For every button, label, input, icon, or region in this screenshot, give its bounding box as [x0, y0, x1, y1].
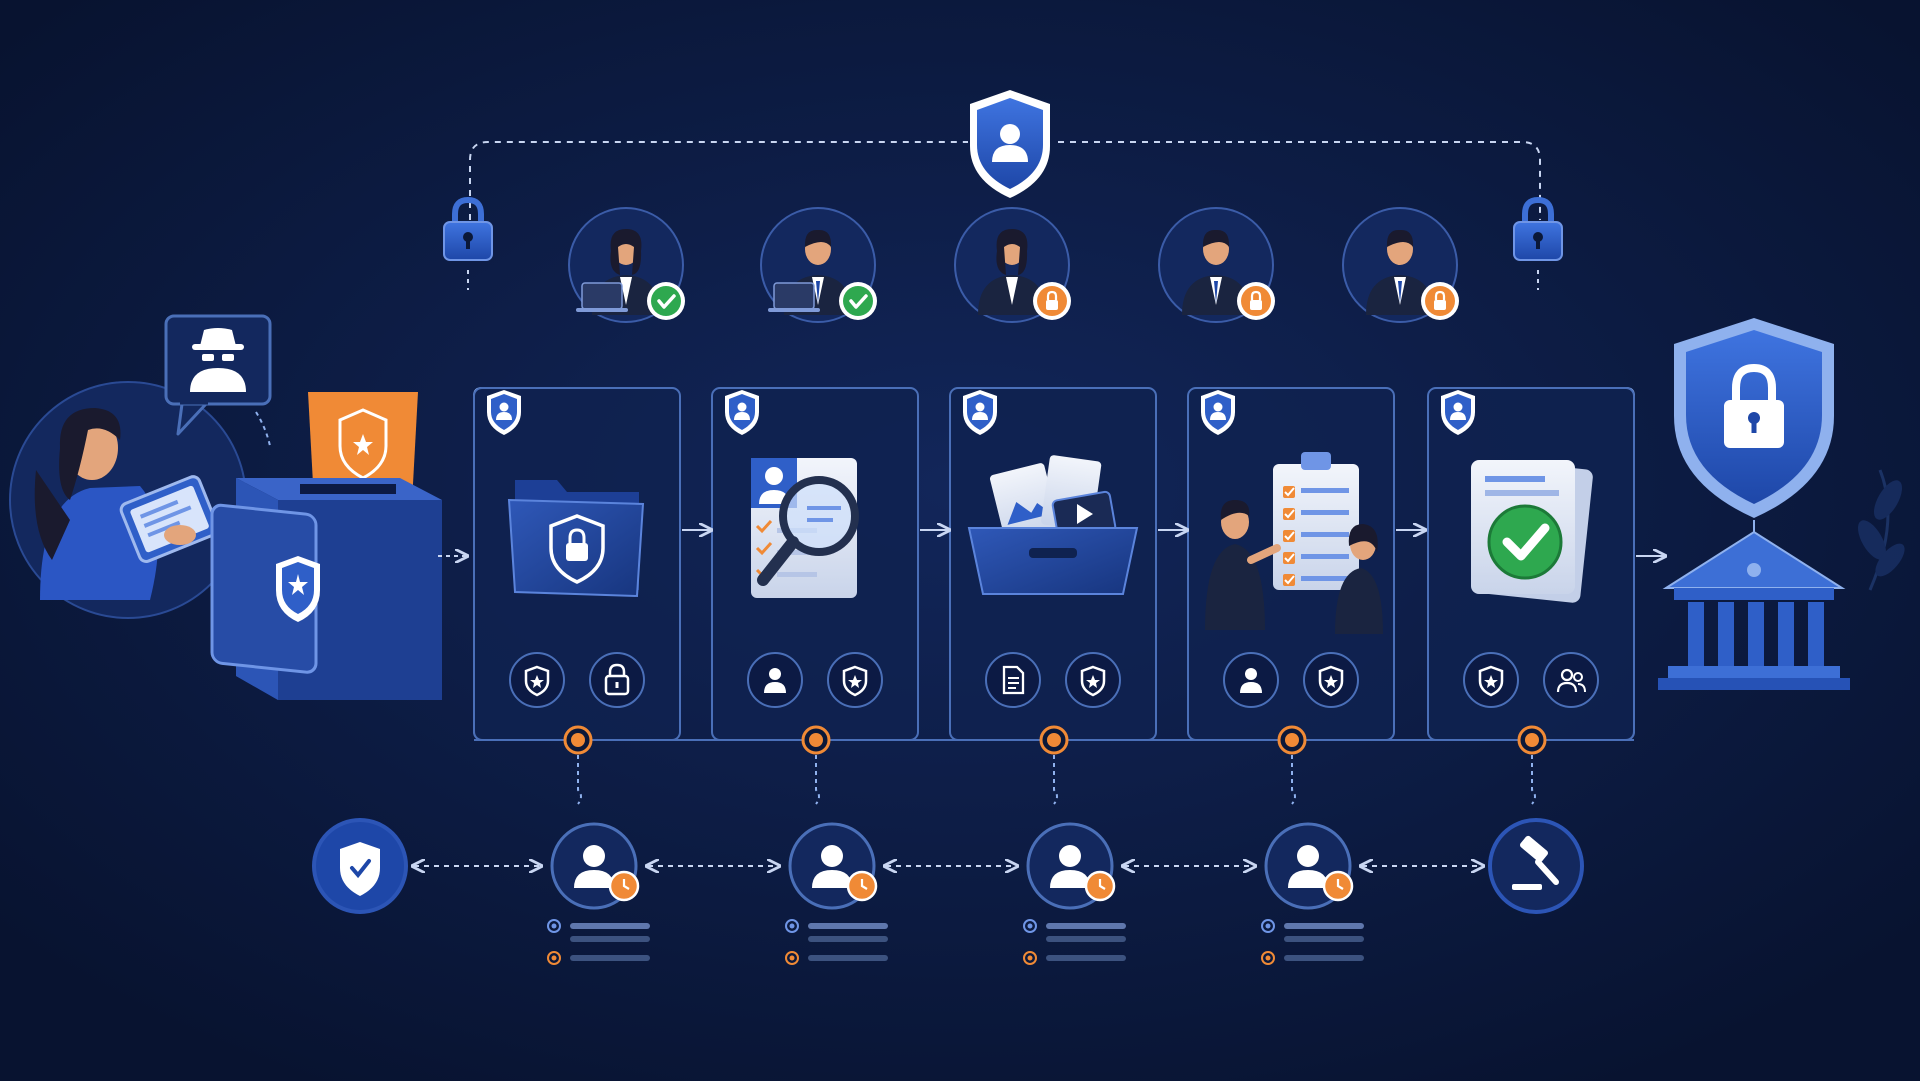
user-clock-icon — [1261, 822, 1364, 965]
shield-user-icon — [725, 390, 759, 435]
step-panel — [1187, 387, 1395, 741]
timeline-dot — [563, 725, 593, 805]
step-panel — [473, 387, 681, 741]
user-icon — [747, 652, 803, 708]
checklist-review-icon — [1205, 452, 1383, 634]
shield-user-icon — [1201, 390, 1235, 435]
secure-dropbox-icon — [210, 392, 442, 700]
user-clock-icon — [547, 822, 650, 965]
detail-list — [1023, 919, 1126, 965]
shield-lock-icon — [1674, 318, 1834, 518]
step-panel — [949, 387, 1157, 741]
shield-user-icon — [970, 90, 1050, 198]
personnel-avatar — [568, 207, 685, 323]
person-figure-icon — [1182, 229, 1250, 315]
source-reporter — [9, 381, 247, 619]
clock-badge-icon — [1084, 870, 1116, 902]
user-clock-icon — [785, 822, 888, 965]
check-badge-icon — [839, 282, 877, 320]
clock-badge-icon — [846, 870, 878, 902]
flow-arrows — [438, 530, 1664, 556]
top-authority-connector — [467, 141, 1541, 290]
institution-icon — [1658, 530, 1850, 690]
user-clock-icon — [1023, 822, 1126, 965]
personnel-avatar — [1342, 207, 1459, 323]
secure-folder-icon — [507, 480, 645, 598]
shield-check-icon — [312, 818, 408, 914]
detail-list — [547, 919, 650, 965]
approved-document-icon — [1471, 460, 1593, 603]
review-magnifier-icon — [751, 458, 859, 598]
person-figure-icon — [768, 229, 852, 315]
person-figure-icon — [1366, 229, 1434, 315]
shield-icon — [1303, 652, 1359, 708]
lock-badge-icon — [1237, 282, 1275, 320]
process-steps — [473, 387, 1635, 741]
lock-badge-icon — [1033, 282, 1071, 320]
person-tablet-icon — [34, 408, 220, 600]
person-figure-icon — [978, 229, 1046, 315]
padlock-icon — [1513, 196, 1563, 261]
clock-badge-icon — [1322, 870, 1354, 902]
step-panel — [711, 387, 919, 741]
padlock-icon — [443, 196, 493, 261]
personnel-row — [568, 207, 1459, 323]
timeline-markers — [563, 725, 1547, 805]
lock-icon — [589, 652, 645, 708]
timeline-dot — [1277, 725, 1307, 805]
timeline-dot — [1039, 725, 1069, 805]
timeline-dot — [801, 725, 831, 805]
personnel-avatar — [954, 207, 1071, 323]
detail-list — [785, 919, 888, 965]
clock-badge-icon — [608, 870, 640, 902]
lock-badge-icon — [1421, 282, 1459, 320]
personnel-avatar — [760, 207, 877, 323]
leaf-decoration — [1858, 469, 1905, 591]
shield-icon — [827, 652, 883, 708]
step-panel — [1427, 387, 1635, 741]
shield-icon — [1065, 652, 1121, 708]
person-figure-icon — [576, 229, 660, 315]
check-badge-icon — [647, 282, 685, 320]
shield-user-icon — [1441, 390, 1475, 435]
spy-icon — [164, 314, 272, 436]
detail-list — [1261, 919, 1364, 965]
personnel-avatar — [1158, 207, 1275, 323]
user-icon — [1223, 652, 1279, 708]
shield-icon — [509, 652, 565, 708]
gavel-icon — [1488, 818, 1584, 914]
bottom-flow — [312, 818, 1584, 965]
document-icon — [985, 652, 1041, 708]
users-icon — [1543, 652, 1599, 708]
shield-user-icon — [487, 390, 521, 435]
spy-connector — [255, 411, 271, 447]
shield-icon — [1463, 652, 1519, 708]
timeline-dot — [1517, 725, 1547, 805]
evidence-archive-icon — [967, 455, 1139, 595]
shield-user-icon — [963, 390, 997, 435]
